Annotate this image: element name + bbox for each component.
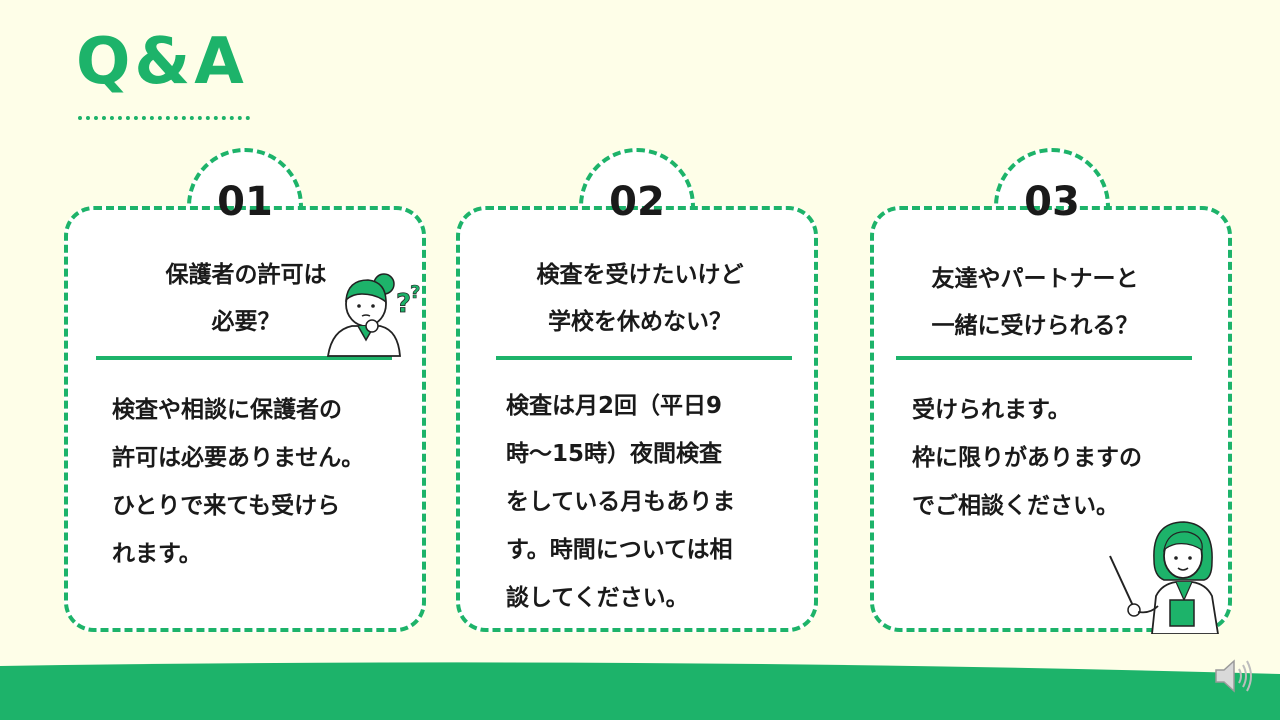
answer-01: 検査や相談に保護者の 許可は必要ありません。 ひとりで来ても受けら れます。 — [112, 397, 365, 567]
answer-03: 受けられます。 枠に限りがありますの でご相談ください。 — [912, 397, 1142, 519]
page-title: Q&A — [76, 25, 248, 99]
question-01: 保護者の許可は 必要？ — [165, 262, 327, 335]
green-ground-band — [0, 662, 1280, 720]
title-dotted-underline — [78, 116, 250, 120]
svg-text:?: ? — [410, 282, 420, 303]
card-number-02: 02 — [609, 179, 665, 225]
speaker-icon[interactable] — [1212, 656, 1256, 696]
card-frame-01 — [64, 206, 426, 632]
question-divider-01 — [96, 356, 392, 360]
card-frame-02 — [456, 206, 818, 632]
question-03: 友達やパートナーと 一緒に受けられる？ — [931, 266, 1139, 339]
thinking-person-icon: ? ? — [326, 273, 421, 357]
question-divider-03 — [896, 356, 1192, 360]
card-number-01: 01 — [217, 179, 273, 225]
answer-02: 検査は月2回（平日9 時～15時）夜間検査 をしている月もありま す。時間につい… — [506, 393, 736, 611]
card-number-03: 03 — [1024, 179, 1080, 225]
svg-text:?: ? — [396, 289, 411, 319]
question-02: 検査を受けたいけど 学校を休めない？ — [536, 262, 744, 335]
question-divider-02 — [496, 356, 792, 360]
teacher-with-pointer-icon — [1109, 521, 1219, 634]
